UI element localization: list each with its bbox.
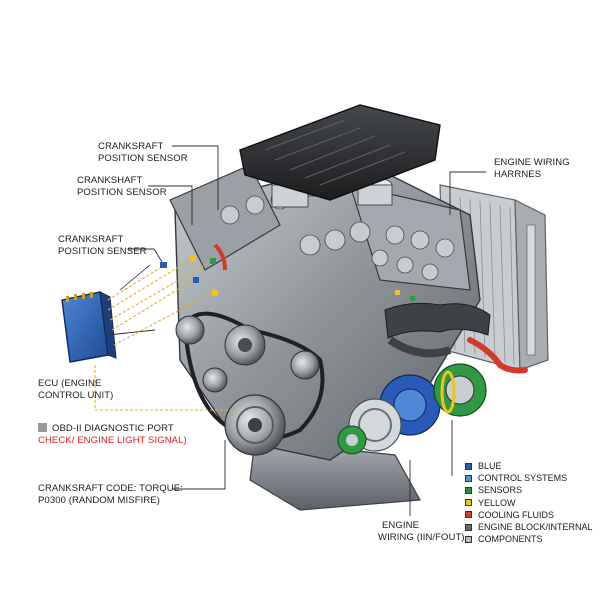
legend-label: SENSORS xyxy=(478,485,523,496)
legend-swatch xyxy=(465,511,472,519)
label-engine-wiring-harness: ENGINE WIRING HARRNES xyxy=(494,157,570,180)
legend-swatch xyxy=(465,535,472,543)
label-line: HARRNES xyxy=(494,168,542,180)
label-trouble-code: CRANKSRAFT CODE: TORQUE: P0300 (RANDOM M… xyxy=(38,483,183,506)
legend-item: SENSORS xyxy=(465,484,593,496)
belt-pulleys xyxy=(175,311,325,456)
label-line: POSITION SENSOR xyxy=(77,186,167,198)
legend: BLUE CONTROL SYSTEMS SENSORS YELLOW COOL… xyxy=(465,460,593,545)
label-line: ENGINE xyxy=(382,520,420,531)
ecu-module xyxy=(61,291,117,363)
legend-label: COMPONENTS xyxy=(478,534,543,545)
label-engine-wiring: ENGINE WIRING (IIN/FOUT) xyxy=(378,520,465,543)
oil-pan xyxy=(249,439,421,511)
label-line: ECU (ENGINE xyxy=(38,378,102,389)
label-line: POSITION SENSOR xyxy=(98,152,188,164)
legend-label: ENGINE BLOCK/INTERNAL xyxy=(478,522,593,533)
label-crankshaft-sensor-top: CRANKSRAFT POSITION SENSOR xyxy=(98,141,188,164)
legend-item: YELLOW xyxy=(465,497,593,509)
legend-label: YELLOW xyxy=(478,497,516,508)
legend-item: BLUE xyxy=(465,460,593,472)
legend-label: BLUE xyxy=(478,461,502,472)
legend-item: CONTROL SYSTEMS xyxy=(465,472,593,484)
legend-label: COOLING FLUIDS xyxy=(478,509,555,520)
label-crankshaft-sensor-mid: CRANKSHAFT POSITION SENSOR xyxy=(77,175,167,198)
label-obd-text: OBD-II DIAGNOSTIC PORT xyxy=(52,423,174,434)
label-line: CRANKSRAFT xyxy=(98,141,164,152)
legend-swatch xyxy=(465,486,472,494)
coolant-hose xyxy=(467,337,528,374)
legend-swatch xyxy=(465,499,472,507)
legend-item: COOLING FLUIDS xyxy=(465,509,593,521)
legend-swatch xyxy=(465,462,472,470)
legend-swatch xyxy=(465,474,472,482)
label-line: CRANKSHAFT xyxy=(77,175,143,186)
label-line: CONTROL UNIT) xyxy=(38,389,114,401)
legend-item: ENGINE BLOCK/INTERNAL xyxy=(465,521,593,533)
label-line: ENGINE WIRING xyxy=(494,157,570,168)
label-ecu: ECU (ENGINE CONTROL UNIT) xyxy=(38,378,113,401)
obd-port-icon xyxy=(38,423,47,432)
legend-item: COMPONENTS xyxy=(465,533,593,545)
label-check-engine: CHECK/ ENGINE LIGHT SIGNAL) xyxy=(38,435,187,446)
legend-label: CONTROL SYSTEMS xyxy=(478,473,568,484)
label-line: P0300 (RANDOM MISFIRE) xyxy=(38,494,161,506)
intake-cover xyxy=(239,104,441,201)
label-line: CRANKSRAFT CODE: TORQUE: xyxy=(38,483,183,494)
label-line: POSITION SENSER xyxy=(58,245,147,257)
label-line: WIRING (IIN/FOUT) xyxy=(378,531,465,543)
label-line: CRANKSRAFT xyxy=(58,234,124,245)
label-obd-port: OBD-II DIAGNOSTIC PORT xyxy=(38,423,174,435)
legend-swatch xyxy=(465,523,472,531)
label-crankshaft-sensor-low: CRANKSRAFT POSITION SENSER xyxy=(58,234,147,257)
front-accessories xyxy=(337,363,487,455)
